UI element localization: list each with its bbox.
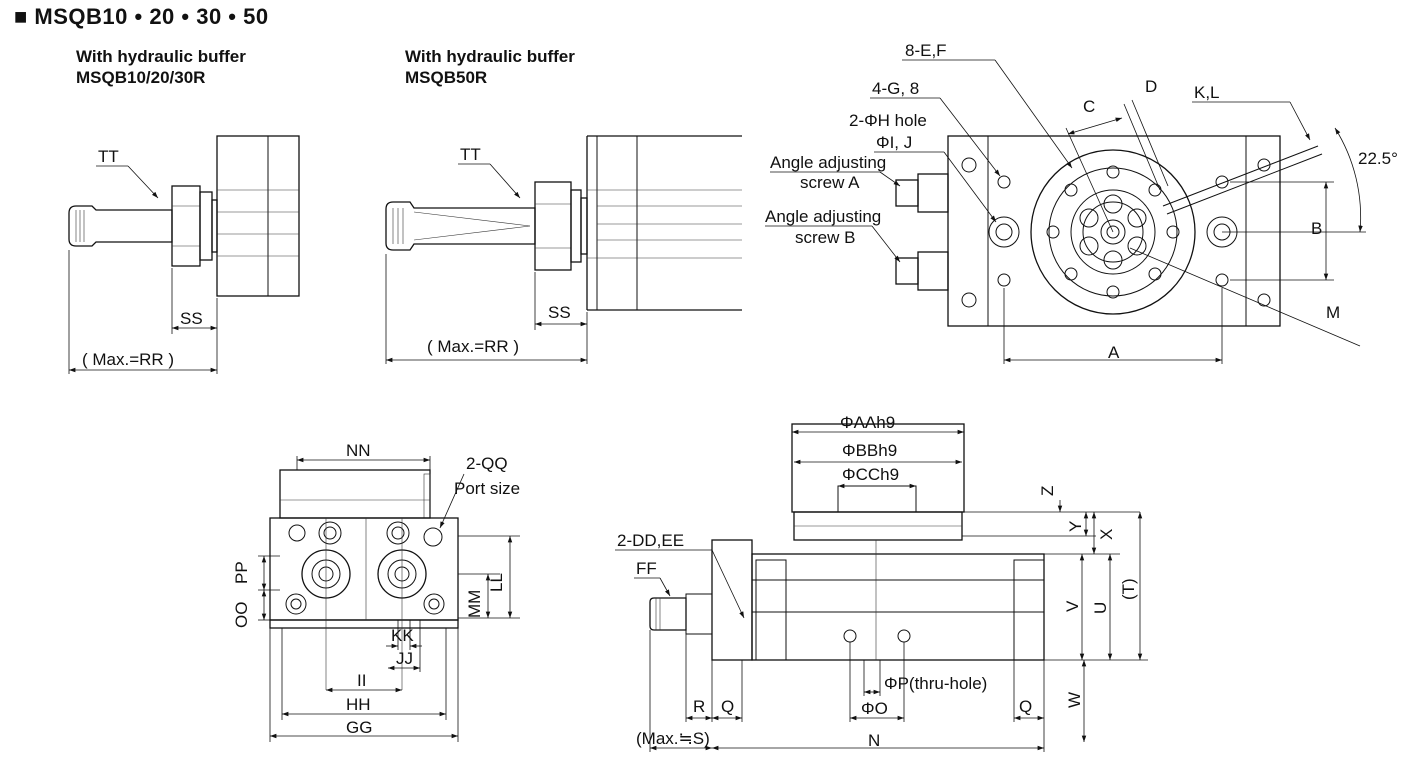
left-caption-line2: MSQB10/20/30R [76, 68, 206, 87]
label-dd-ee: 2-DD,EE [617, 531, 684, 550]
label-x: X [1097, 529, 1116, 540]
port-side-view [269, 469, 459, 690]
label-ii: II [357, 671, 366, 690]
label-w: W [1065, 692, 1084, 708]
label-a: A [1108, 343, 1120, 362]
label-rr-right: ( Max.=RR ) [427, 337, 519, 356]
top-view [895, 135, 1323, 327]
label-q-right: Q [1019, 697, 1032, 716]
label-port-size: Port size [454, 479, 520, 498]
label-tt-left: TT [98, 147, 119, 166]
right-caption-line2: MSQB50R [405, 68, 488, 87]
label-hh: HH [346, 695, 371, 714]
label-z: Z [1038, 486, 1057, 496]
label-m: M [1326, 303, 1340, 322]
label-tt-right: TT [460, 145, 481, 164]
label-s: (Max.≒S) [636, 729, 710, 748]
label-gg: GG [346, 718, 372, 737]
label-angle: 22.5° [1358, 149, 1398, 168]
label-cc: ΦCCh9 [842, 465, 899, 484]
label-bb: ΦBBh9 [842, 441, 897, 460]
label-b: B [1311, 219, 1322, 238]
label-qq: 2-QQ [466, 454, 508, 473]
right-view-caption: With hydraulic buffer MSQB50R [405, 46, 575, 88]
label-ss-left: SS [180, 309, 203, 328]
label-rr-left: ( Max.=RR ) [82, 350, 174, 369]
label-aa: ΦAAh9 [840, 413, 895, 432]
label-screw-b-2: screw B [795, 228, 855, 247]
title-bullet: ■ [14, 4, 28, 29]
label-jj: JJ [396, 649, 413, 668]
label-screw-a-2: screw A [800, 173, 860, 192]
buffer-view-large [385, 135, 742, 311]
label-pp: PP [232, 561, 251, 584]
left-caption-line1: With hydraulic buffer [76, 47, 246, 66]
buffer-view-small [68, 135, 300, 297]
label-e-f: 8-E,F [905, 41, 947, 60]
label-n: N [868, 731, 880, 750]
label-ss-right: SS [548, 303, 571, 322]
front-view [649, 423, 1045, 661]
title-text: MSQB10 • 20 • 30 • 50 [34, 4, 269, 29]
label-mm: MM [465, 590, 484, 618]
label-o: ΦO [861, 699, 888, 718]
label-screw-b-1: Angle adjusting [765, 207, 881, 226]
label-oo: OO [232, 602, 251, 628]
left-view-caption: With hydraulic buffer MSQB10/20/30R [76, 46, 246, 88]
page-title: ■ MSQB10 • 20 • 30 • 50 [14, 4, 269, 30]
label-i-j: ΦI, J [876, 133, 912, 152]
label-nn: NN [346, 441, 371, 460]
label-y: Y [1066, 521, 1085, 532]
label-h-hole: 2-ΦH hole [849, 111, 927, 130]
label-screw-a-1: Angle adjusting [770, 153, 886, 172]
label-ff: FF [636, 559, 657, 578]
label-u: U [1091, 602, 1110, 614]
right-caption-line1: With hydraulic buffer [405, 47, 575, 66]
label-c: C [1083, 97, 1095, 116]
label-p: ΦP(thru-hole) [884, 674, 987, 693]
label-t: (T) [1119, 578, 1138, 600]
label-r: R [693, 697, 705, 716]
label-q-left: Q [721, 697, 734, 716]
label-d: D [1145, 77, 1157, 96]
label-k-l: K,L [1194, 83, 1220, 102]
label-v: V [1063, 600, 1082, 612]
label-g: 4-G, 8 [872, 79, 919, 98]
label-ll: LL [487, 573, 506, 592]
label-kk: KK [391, 626, 414, 645]
